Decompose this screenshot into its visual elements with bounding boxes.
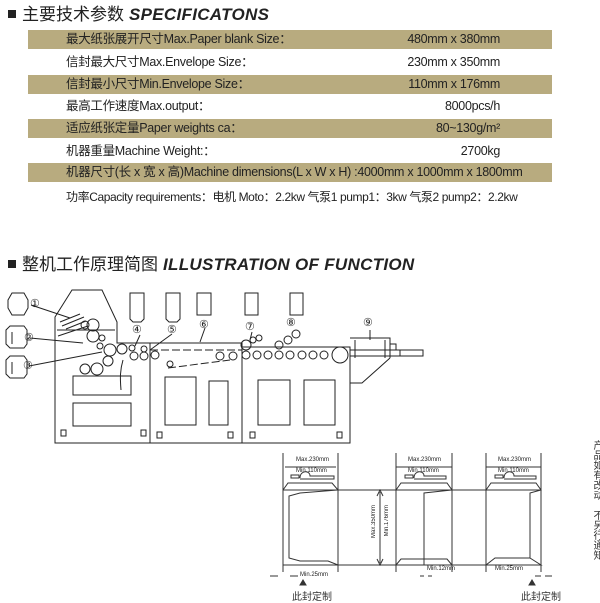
specs-heading-cn: 主要技术参数 xyxy=(22,5,124,24)
spec-row: 适应纸张定量Paper weights ca： 80~130g/m² xyxy=(28,119,552,138)
bullet-square-icon xyxy=(8,259,16,268)
spec-label: 最大纸张展开尺寸Max.Paper blank Size： xyxy=(66,32,292,46)
specs-heading-en: SPECIFICATONS xyxy=(129,5,270,24)
paper-stack-1 xyxy=(7,292,29,316)
power-requirements: 功率Capacity requirements：电机 Moto：2.2kw 气泵… xyxy=(66,190,518,204)
spec-value: 2700kg xyxy=(460,144,501,158)
spec-row: 信封最小尺寸Min.Envelope Size： 110mm x 176mm xyxy=(28,75,552,94)
illustration-heading: 整机工作原理简图 ILLUSTRATION OF FUNCTION xyxy=(8,250,414,275)
cabinet-1 xyxy=(54,289,151,444)
envelope-height-max: Max.350mm xyxy=(371,505,377,539)
marker-3: ③ xyxy=(23,360,33,372)
side-note: 产品如有改动，不另行通知。 xyxy=(591,440,600,570)
envelope-3-width-max: Max.230mm xyxy=(498,457,532,463)
spec-label: 机器重量Machine Weight:： xyxy=(66,144,216,158)
envelope-2-width-max: Max.230mm xyxy=(408,457,442,463)
specs-heading: 主要技术参数 SPECIFICATONS xyxy=(8,0,269,25)
spec-label: 适应纸张定量Paper weights ca： xyxy=(66,121,243,135)
illustration-heading-cn: 整机工作原理简图 xyxy=(22,255,158,274)
spec-value: 480mm x 380mm xyxy=(407,32,500,46)
envelope-1-width-min: Min.110mm xyxy=(296,468,327,474)
envelope-2-margin: Min.12mm xyxy=(427,566,456,572)
spec-value: 230mm x 350mm xyxy=(407,55,500,69)
marker-5: ⑤ xyxy=(167,324,177,336)
marker-2: ② xyxy=(24,332,34,344)
envelope-2 xyxy=(395,453,453,572)
spec-label: 最高工作速度Max.output： xyxy=(66,99,211,113)
envelope-1-width-max: Max.230mm xyxy=(296,457,330,463)
envelope-3 xyxy=(484,453,543,572)
envelope-3-width-min: Min.110mm xyxy=(498,468,529,474)
spec-row: 最高工作速度Max.output： 8000pcs/h xyxy=(28,97,552,116)
spec-row: 机器尺寸(长 x 宽 x 高)Machine dimensions(L x W … xyxy=(28,163,552,182)
custom-label-1: 此封定制 xyxy=(292,592,332,603)
delivery-unit xyxy=(350,337,424,384)
envelope-1-margin: Min.25mm xyxy=(300,572,329,578)
envelope-2-width-min: Min.110mm xyxy=(408,468,439,474)
envelope-3-margin: Min.25mm xyxy=(495,566,524,572)
marker-1: ① xyxy=(30,298,40,310)
cabinet-3 xyxy=(241,346,351,444)
paper-stack-2 xyxy=(5,325,28,349)
spec-label: 信封最大尺寸Max.Envelope Size： xyxy=(66,55,254,69)
spec-label: 机器尺寸(长 x 宽 x 高)Machine dimensions(L x W … xyxy=(66,165,523,179)
spec-value: 80~130g/m² xyxy=(435,121,500,135)
paper-stack-3 xyxy=(5,355,28,379)
bullet-square-icon xyxy=(8,9,16,18)
custom-label-2: 此封定制 xyxy=(521,592,561,603)
spec-value: 8000pcs/h xyxy=(445,99,500,113)
spec-label: 信封最小尺寸Min.Envelope Size： xyxy=(66,77,250,91)
rollers xyxy=(79,318,349,376)
illustration-heading-en: ILLUSTRATION OF FUNCTION xyxy=(163,255,415,274)
spec-row: 最大纸张展开尺寸Max.Paper blank Size： 480mm x 380… xyxy=(28,30,552,49)
spec-row: 信封最大尺寸Max.Envelope Size： 230mm x 350mm xyxy=(28,53,552,72)
marker-8: ⑧ xyxy=(286,317,296,329)
marker-7: ⑦ xyxy=(245,321,255,333)
spec-row: 机器重量Machine Weight:： 2700kg xyxy=(28,142,552,161)
marker-6: ⑥ xyxy=(199,319,209,331)
marker-4: ④ xyxy=(132,324,142,336)
spec-value: 110mm x 176mm xyxy=(408,77,500,91)
envelope-height-min: Min.176mm xyxy=(384,505,390,537)
marker-9: ⑨ xyxy=(363,317,373,329)
envelope-samples xyxy=(129,292,304,323)
